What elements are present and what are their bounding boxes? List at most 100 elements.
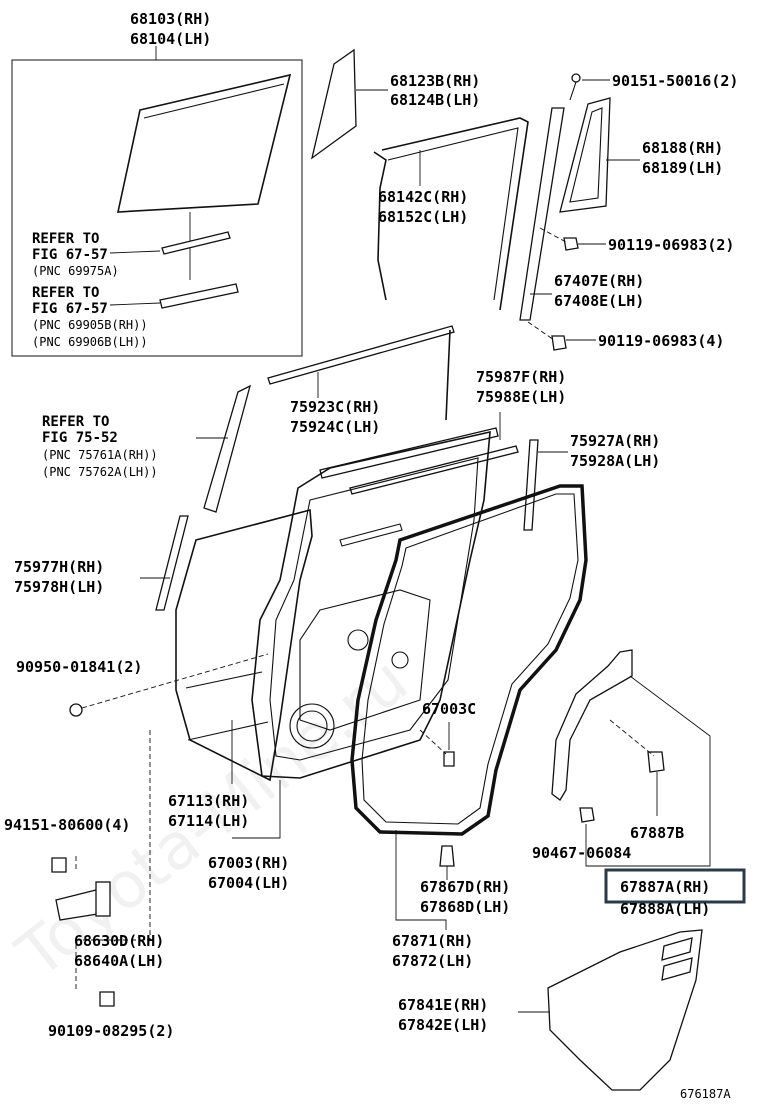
label-67888a: 67888A(LH) xyxy=(620,900,710,918)
trim-67887 xyxy=(551,649,633,801)
label-67408e: 67408E(LH) xyxy=(554,292,644,310)
trim-panel-slot-b xyxy=(661,957,693,981)
part-75927a-shape xyxy=(523,439,539,531)
bolt-90119-b-dash xyxy=(527,321,555,341)
part-68188-inner xyxy=(569,107,603,203)
label-75988e: 75988E(LH) xyxy=(476,388,566,406)
bolt-90109 xyxy=(99,991,115,1007)
label-68189: 68189(LH) xyxy=(642,159,723,177)
label-68630d: 68630D(RH) xyxy=(74,932,164,950)
highlight-box xyxy=(604,868,746,904)
bolt-67003c xyxy=(443,751,455,767)
clip-67867d xyxy=(439,845,455,867)
clip-67887-dash xyxy=(609,719,655,757)
label-90151: 90151-50016(2) xyxy=(612,72,738,90)
trim-panel-slot-a xyxy=(661,937,693,961)
clip-90467 xyxy=(579,807,595,823)
label-67004: 67004(LH) xyxy=(208,874,289,892)
part-75977h-shape xyxy=(155,515,189,611)
door-weatherstrip-67871 xyxy=(350,484,588,836)
label-67407e: 67407E(RH) xyxy=(554,272,644,290)
label-68124b: 68124B(LH) xyxy=(390,91,480,109)
refer3-line4: (PNC 75762A(LH)) xyxy=(42,465,158,479)
refer3-line2: FIG 75-52 xyxy=(42,430,118,446)
label-90950: 90950-01841(2) xyxy=(16,658,142,676)
refer2-line1: REFER TO xyxy=(32,285,99,301)
door-inner-frame xyxy=(251,430,491,779)
label-67872: 67872(LH) xyxy=(392,952,473,970)
plug-90950 xyxy=(69,703,83,717)
label-68640a: 68640A(LH) xyxy=(74,952,164,970)
label-68152c: 68152C(LH) xyxy=(378,208,468,226)
diagram-id: 676187A xyxy=(680,1087,731,1101)
door-inner-frame-edge xyxy=(269,457,479,761)
label-67871: 67871(RH) xyxy=(392,932,473,950)
speaker-hole-inner xyxy=(296,710,328,742)
label-75924c: 75924C(LH) xyxy=(290,418,380,436)
run-channel-front xyxy=(373,151,387,301)
label-90109: 90109-08295(2) xyxy=(48,1022,174,1040)
part-75987f-lower xyxy=(349,445,519,495)
door-glass-edge xyxy=(143,83,285,119)
run-channel-inner xyxy=(387,127,519,301)
door-handle-recess xyxy=(339,523,403,547)
label-90467: 90467-06084 xyxy=(532,844,631,862)
label-67887b: 67887B xyxy=(630,824,684,842)
label-75987f: 75987F(RH) xyxy=(476,368,566,386)
refer1-leader xyxy=(109,250,161,254)
label-75927a: 75927A(RH) xyxy=(570,432,660,450)
bolt-67003c-dash xyxy=(419,729,447,755)
screw-90151-shank xyxy=(569,81,577,101)
refer3-strip xyxy=(203,384,252,513)
door-outer-crease xyxy=(185,671,263,689)
refer2-line3: (PNC 69905B(RH)) xyxy=(32,318,148,332)
label-68103: 68103(RH) xyxy=(130,10,211,28)
service-hole-b xyxy=(391,651,409,669)
weatherstrip-inner xyxy=(161,231,231,255)
label-75923c: 75923C(RH) xyxy=(290,398,380,416)
refer1-line3: (PNC 69975A) xyxy=(32,264,119,278)
label-94151: 94151-80600(4) xyxy=(4,816,130,834)
label-67841e: 67841E(RH) xyxy=(398,996,488,1014)
plug-90950-dash xyxy=(81,653,269,709)
leader-67887a xyxy=(585,675,711,867)
label-90119-b: 90119-06983(4) xyxy=(598,332,724,350)
refer2-line4: (PNC 69906B(LH)) xyxy=(32,335,148,349)
hinge-68630d-knuckle xyxy=(95,881,111,917)
bolt-90119-b xyxy=(551,335,567,351)
label-75978h: 75978H(LH) xyxy=(14,578,104,596)
glass-detail-box xyxy=(11,59,303,357)
refer1-line2: FIG 67-57 xyxy=(32,247,108,263)
bolt-90119-a xyxy=(563,237,579,251)
label-67868d: 67868D(LH) xyxy=(420,898,510,916)
part-68188-shape xyxy=(559,97,611,213)
hinge-dash-link xyxy=(75,730,151,990)
run-channel-top xyxy=(381,117,529,311)
label-67003: 67003(RH) xyxy=(208,854,289,872)
label-68104: 68104(LH) xyxy=(130,30,211,48)
door-inner-cutout xyxy=(299,589,431,731)
label-75928a: 75928A(LH) xyxy=(570,452,660,470)
refer2-leader xyxy=(109,302,161,306)
label-67867d: 67867D(RH) xyxy=(420,878,510,896)
speaker-hole xyxy=(289,703,335,749)
refer3-line3: (PNC 75761A(RH)) xyxy=(42,448,158,462)
label-67003c: 67003C xyxy=(422,700,476,718)
label-68123b: 68123B(RH) xyxy=(390,72,480,90)
bolt-90119-a-dash xyxy=(539,227,567,243)
label-67842e: 67842E(LH) xyxy=(398,1016,488,1034)
bolt-94151 xyxy=(51,857,67,873)
label-68188: 68188(RH) xyxy=(642,139,723,157)
refer3-line1: REFER TO xyxy=(42,414,109,430)
part-68123b-shape xyxy=(310,48,357,160)
weatherstrip-outer xyxy=(159,283,239,309)
service-hole-a xyxy=(347,629,369,651)
leader-67871 xyxy=(395,830,447,930)
label-67113: 67113(RH) xyxy=(168,792,249,810)
part-75923c-side xyxy=(445,329,451,421)
label-67887a: 67887A(RH) xyxy=(620,878,710,896)
refer1-line1: REFER TO xyxy=(32,231,99,247)
door-glass-shape xyxy=(116,73,292,213)
screw-90151-head xyxy=(571,73,581,83)
label-90119-a: 90119-06983(2) xyxy=(608,236,734,254)
